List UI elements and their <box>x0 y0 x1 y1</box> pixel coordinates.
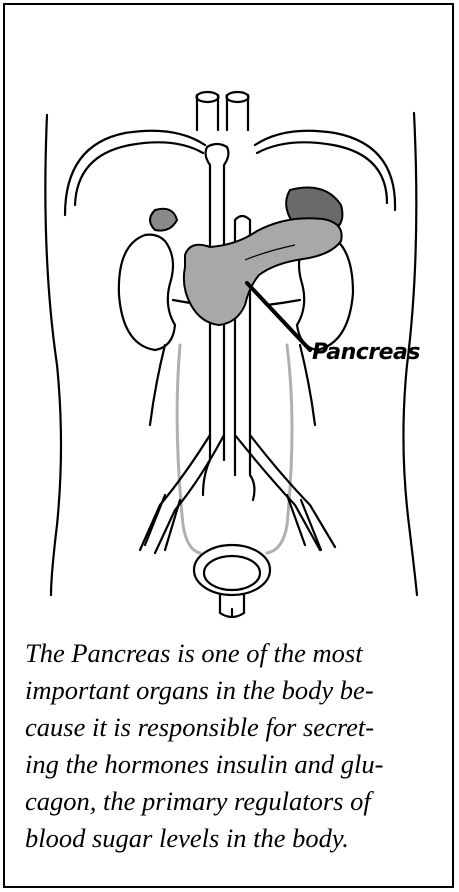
caption-line: blood sugar levels in the body. <box>25 820 440 857</box>
abdominal-anatomy-diagram <box>5 5 456 645</box>
adrenal-left <box>150 209 177 231</box>
ureter-left <box>177 345 200 553</box>
caption-line: cause it is responsible for secret- <box>25 709 440 746</box>
caption-line: The Pancreas is one of the most <box>25 635 440 672</box>
caption-line: important organs in the body be- <box>25 672 440 709</box>
iliac-left <box>140 435 224 553</box>
pancreas <box>184 218 342 325</box>
figure-frame: Pancreas The Pancreas is one of the most… <box>3 3 454 888</box>
caption-line: cagon, the primary regulators of <box>25 783 440 820</box>
ureter-right <box>267 345 292 553</box>
kidney-left <box>119 235 175 350</box>
figure-caption: The Pancreas is one of the most importan… <box>25 635 440 857</box>
pancreas-label: Pancreas <box>312 340 420 365</box>
caption-line: ing the hormones insulin and glu- <box>25 746 440 783</box>
torso-outline <box>45 115 61 595</box>
